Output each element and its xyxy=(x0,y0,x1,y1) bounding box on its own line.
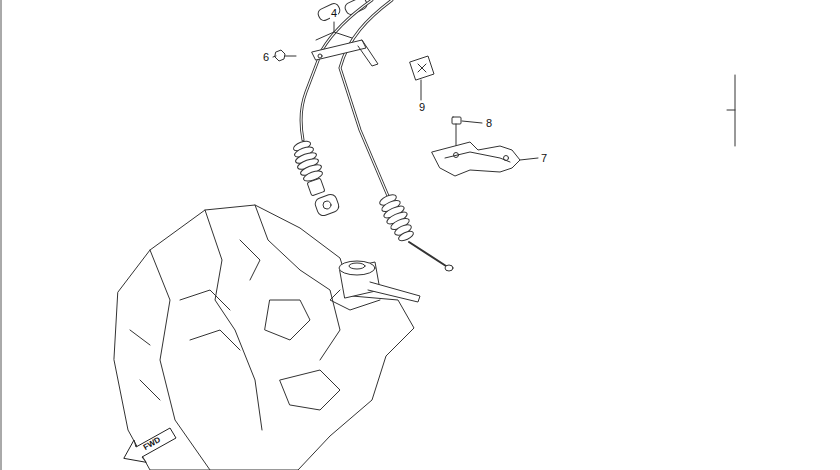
callout-number: 7 xyxy=(540,152,548,164)
callout-number: 9 xyxy=(418,101,426,113)
callout-number: 4 xyxy=(330,7,338,19)
callout-number: 6 xyxy=(262,51,270,63)
direction-label: FWD xyxy=(140,434,164,455)
callout-number: 8 xyxy=(485,117,493,129)
